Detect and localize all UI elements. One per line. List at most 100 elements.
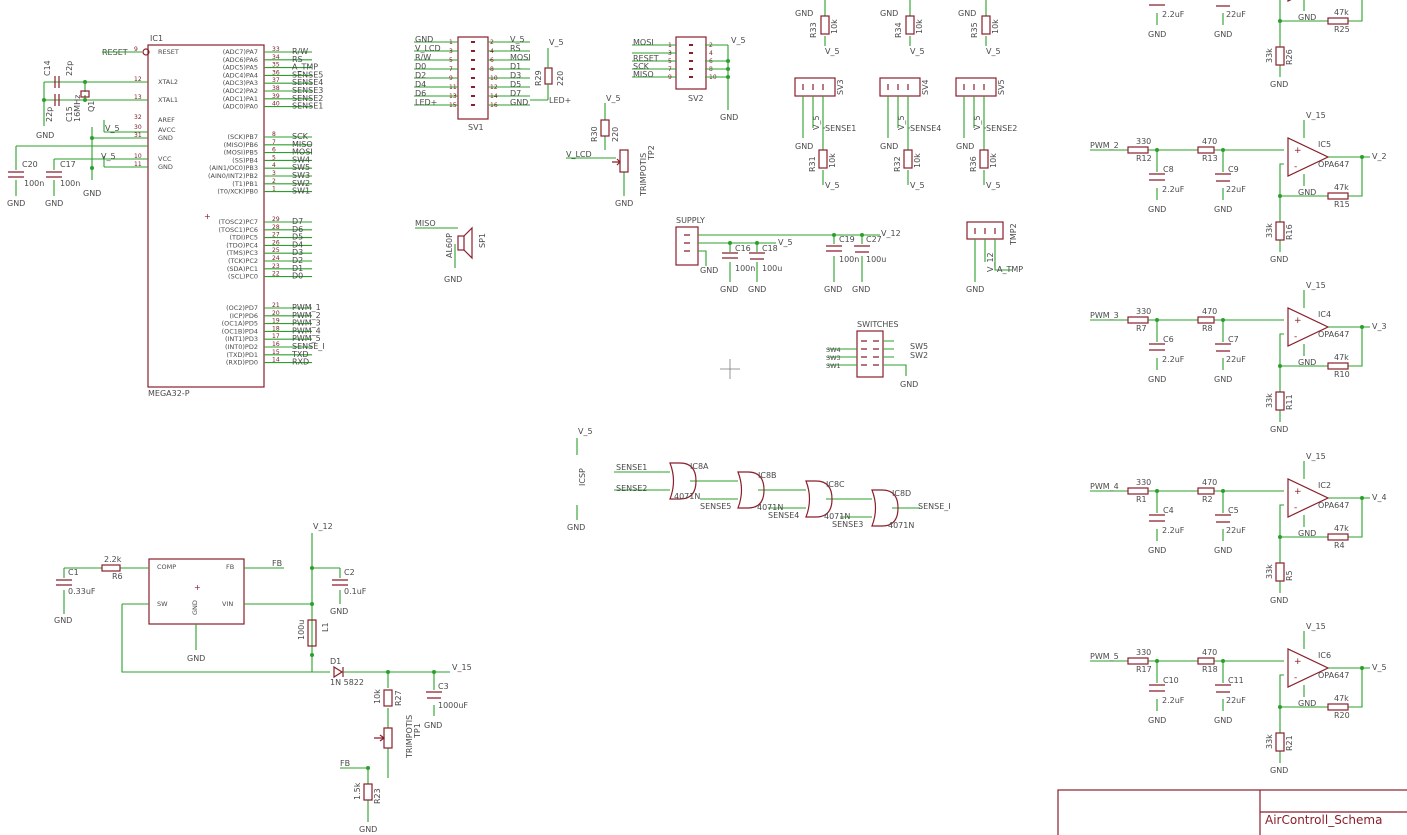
pwm-ground-gnd: GND [1270, 80, 1288, 89]
pwm-resistor-a [1127, 657, 1149, 665]
pwm-v15: V_15 [1306, 622, 1326, 631]
mcu-left-pin-name: XTAL2 [158, 78, 178, 86]
r29-ref: R29 [534, 70, 543, 86]
mcu-right-pin-net: SW4 [292, 155, 310, 164]
pwm-junction [1278, 364, 1282, 368]
sv2-left-pin: 3 [668, 50, 672, 57]
pwm-opamp-ref: IC6 [1318, 651, 1331, 660]
mcu-right-pin-num: 22 [272, 271, 280, 278]
sv1-left-pin: 9 [449, 75, 453, 82]
pwm-resistor-b [1197, 487, 1215, 495]
sv2-pin-mark [689, 76, 693, 78]
pwm-v15: V_15 [1306, 452, 1326, 461]
reg-v15: V_15 [452, 663, 472, 672]
sv1-right-net: D7 [510, 89, 521, 98]
pwm-junction [1155, 318, 1159, 322]
tmp2-ref: TMP2 [1009, 223, 1018, 246]
pwm-wires [1090, 120, 1370, 252]
mcu-right-pin-net: R/W [292, 47, 308, 56]
pwm-opamp-ref: IC5 [1318, 140, 1331, 149]
pwm-opamp [1287, 307, 1330, 347]
pwm-cap-b-val: 22uF [1226, 696, 1246, 705]
pwm-junction [1360, 325, 1364, 329]
speaker-net: MISO [415, 219, 436, 228]
sw-left-1: SW3 [826, 354, 841, 362]
icsp-gnd: GND [567, 523, 585, 532]
mcu-right-pin-net: D6 [292, 225, 303, 234]
mcu-right-pin-num: 2 [272, 178, 276, 185]
mcu-right-pin-num: 29 [272, 216, 280, 223]
pwm-feedback-resistor [1327, 362, 1349, 370]
pwm-ground-gnd: GND [1270, 425, 1288, 434]
mcu-right-pin-fn: (AIN0/INT2)PB2 [208, 172, 258, 180]
mcu-right-pin-fn: (TXD)PD1 [226, 351, 258, 359]
mcu-right-pin-net: PWM_3 [292, 319, 321, 328]
mcu-right-pin-fn: (ADC5)PA5 [223, 64, 258, 72]
sv1-right-pin: 12 [490, 84, 498, 91]
c14-ref: C14 [43, 60, 52, 76]
pwm-resistor-b [1197, 657, 1215, 665]
gate-b-part: 4071N [757, 503, 783, 512]
pwm-channels: PWM_1330R?470R?C122.2uFC1322uFGNDGND+-IC… [1090, 0, 1387, 775]
title-block: AirControll_Schema [1057, 789, 1407, 835]
avcc-v5: V_5 [105, 124, 120, 133]
mcu-right-pin-fn: (OC2)PD7 [226, 304, 258, 312]
sv2-left-net: MOSI [633, 38, 654, 47]
reg-pin-vin: VIN [222, 600, 233, 608]
mcu-left-pin-name: GND [158, 134, 173, 142]
sv1-right-net: D5 [510, 80, 521, 89]
c17-gnd: GND [45, 199, 63, 208]
supply-gnd-e: GND [852, 285, 870, 294]
pwm-feedback-ref: R20 [1334, 711, 1350, 720]
sv2-left-net: RESET [633, 54, 659, 63]
mcu-right-pin-net: D2 [292, 256, 303, 265]
pwm-capacitors [1149, 343, 1231, 352]
sensor-top-gnd-c: GND [958, 9, 976, 18]
mcu-right-pin-num: 3 [272, 170, 276, 177]
pwm-ground-resistor [1275, 391, 1285, 411]
sv1-pin-mark [471, 68, 475, 70]
pwm-cap-b-val: 22uF [1226, 355, 1246, 364]
trim-v5: V_5 [606, 94, 621, 103]
sv1-left-pin: 11 [449, 84, 457, 91]
mcu-right-pin-net: SENSE1 [292, 102, 323, 111]
pwm-resistor-b-val: 470 [1202, 648, 1217, 657]
pwm-junction [1278, 194, 1282, 198]
sv2-gnd: GND [720, 113, 738, 122]
pwm-opamp-gnd: GND [1298, 188, 1316, 197]
pwm-feedback-resistor [1327, 192, 1349, 200]
pwm-resistor-a [1127, 316, 1149, 324]
sv1-left-net: D2 [415, 71, 426, 80]
pwm-cap-a-gnd: GND [1148, 30, 1166, 39]
sv1-left-net: GND [415, 35, 433, 44]
pwm-feedback-val: 47k [1334, 8, 1349, 17]
sv1-right-net: GND [510, 98, 528, 107]
sensor-resistor-ref: R32 [893, 156, 902, 172]
sv1-v5: V_5 [549, 38, 564, 47]
mcu-right-pin-fn: (ADC3)PA3 [223, 79, 258, 87]
pwm-ground-val: 33k [1265, 734, 1274, 749]
r27-val: 10k [373, 689, 382, 704]
mcu-right-pin-net: TXD [291, 350, 309, 359]
supply-ref: SUPPLY [676, 216, 705, 225]
sensor-top-ref: R34 [894, 22, 903, 38]
trim-gnd: GND [615, 199, 633, 208]
sv2-pin-mark [689, 44, 693, 46]
mcu-left-pins: RESET9XTAL212XTAL113AREF32AVCC30GND31VCC… [134, 46, 179, 171]
pwm-out-net: V_5 [1372, 663, 1387, 672]
pwm-ground-val: 33k [1265, 223, 1274, 238]
sv1-right-net: D3 [510, 71, 521, 80]
mcu-right-pin-net: RS [292, 55, 303, 64]
mcu-right-pin-num: 36 [272, 69, 280, 76]
pwm-junction [1278, 705, 1282, 709]
sv1-left-net: D6 [415, 89, 426, 98]
pwm-ground-val: 33k [1265, 393, 1274, 408]
sv2-ref: SV2 [688, 94, 704, 103]
speaker-gnd: GND [444, 275, 462, 284]
pwm-cap-b-gnd: GND [1214, 546, 1232, 555]
sensor-net: SENSE1 [825, 124, 856, 133]
sensor-resistor [903, 149, 913, 169]
